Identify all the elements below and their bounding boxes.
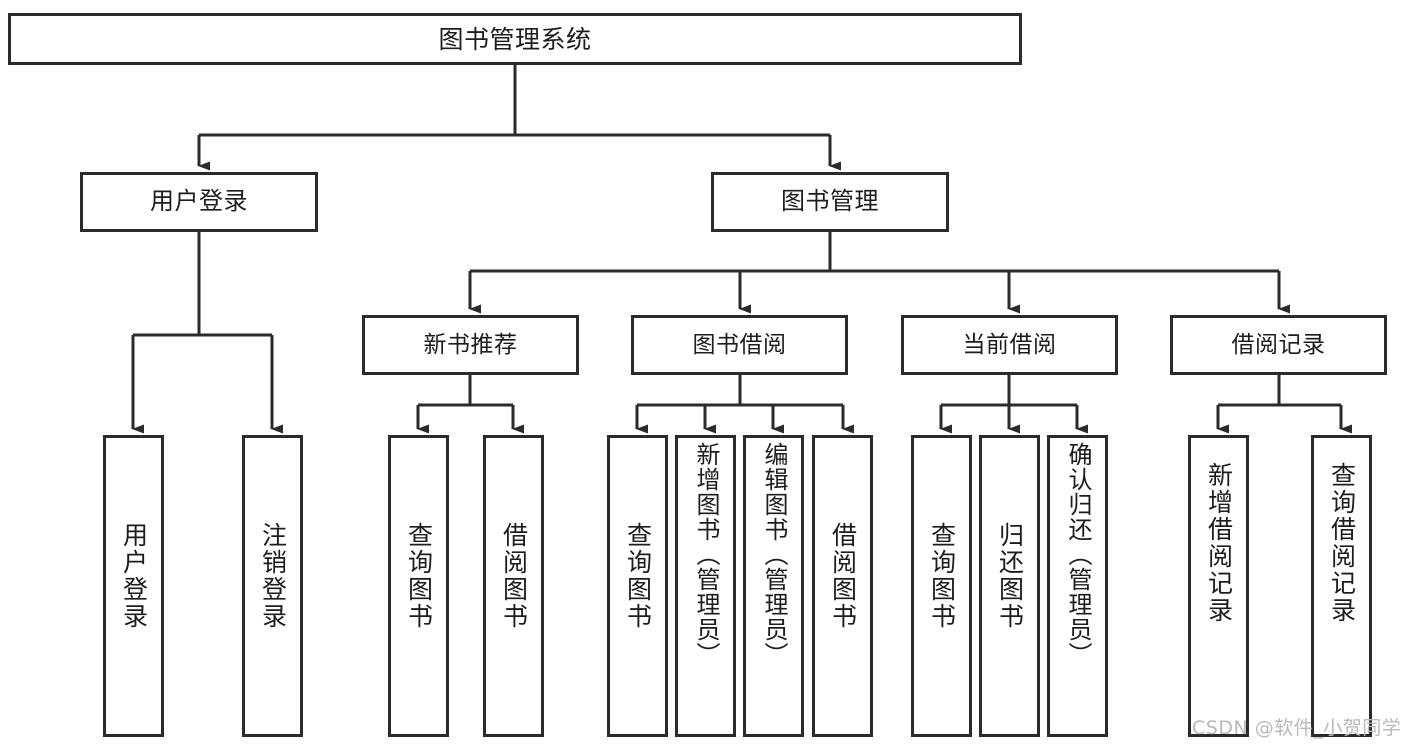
node-label: 用户登录 — [150, 187, 248, 216]
leaf-current-borrow-query[interactable]: 查询图书 — [911, 435, 972, 737]
node-label: 查询图书 — [927, 522, 957, 630]
node-label: 图书借阅 — [692, 331, 787, 358]
leaf-new-book-query[interactable]: 查询图书 — [388, 435, 449, 737]
node-user-login[interactable]: 用户登录 — [80, 172, 318, 232]
node-book-management[interactable]: 图书管理 — [711, 172, 949, 232]
node-label: 新增图书（管理员） — [691, 442, 720, 667]
node-label: 确认归还（管理员） — [1063, 442, 1092, 667]
node-borrow-record[interactable]: 借阅记录 — [1170, 315, 1387, 375]
node-label: 图书管理 — [781, 187, 879, 216]
node-label: 用户登录 — [119, 522, 149, 630]
leaf-book-borrow-add[interactable]: 新增图书（管理员） — [675, 435, 736, 737]
leaf-borrow-record-query[interactable]: 查询借阅记录 — [1311, 435, 1372, 737]
node-label: 借阅记录 — [1231, 331, 1326, 358]
leaf-user-login-login[interactable]: 用户登录 — [103, 435, 164, 737]
leaf-book-borrow-borrow[interactable]: 借阅图书 — [812, 435, 873, 737]
node-new-book-recommend[interactable]: 新书推荐 — [362, 315, 579, 375]
leaf-new-book-borrow[interactable]: 借阅图书 — [483, 435, 544, 737]
node-label: 借阅图书 — [499, 522, 529, 630]
csdn-watermark: CSDN @软件_小贺同学 — [1192, 717, 1402, 739]
node-root-system[interactable]: 图书管理系统 — [8, 13, 1022, 65]
node-label: 查询图书 — [623, 522, 653, 630]
leaf-current-borrow-return[interactable]: 归还图书 — [979, 435, 1040, 737]
node-current-borrow[interactable]: 当前借阅 — [901, 315, 1118, 375]
node-book-borrow[interactable]: 图书借阅 — [631, 315, 848, 375]
node-label: 当前借阅 — [962, 331, 1057, 358]
leaf-borrow-record-add[interactable]: 新增借阅记录 — [1188, 435, 1249, 737]
leaf-book-borrow-query[interactable]: 查询图书 — [607, 435, 668, 737]
node-label: 注销登录 — [258, 522, 288, 630]
node-label: 查询图书 — [404, 522, 434, 630]
leaf-current-borrow-confirm[interactable]: 确认归还（管理员） — [1047, 435, 1108, 737]
leaf-user-login-logout[interactable]: 注销登录 — [242, 435, 303, 737]
leaf-book-borrow-edit[interactable]: 编辑图书（管理员） — [743, 435, 804, 737]
node-label: 借阅图书 — [828, 522, 858, 630]
node-label: 编辑图书（管理员） — [759, 442, 788, 667]
node-label: 查询借阅记录 — [1327, 462, 1357, 624]
node-label: 新增借阅记录 — [1204, 462, 1234, 624]
node-label: 归还图书 — [995, 522, 1025, 630]
node-label: 新书推荐 — [423, 331, 518, 358]
node-label: 图书管理系统 — [438, 24, 592, 54]
